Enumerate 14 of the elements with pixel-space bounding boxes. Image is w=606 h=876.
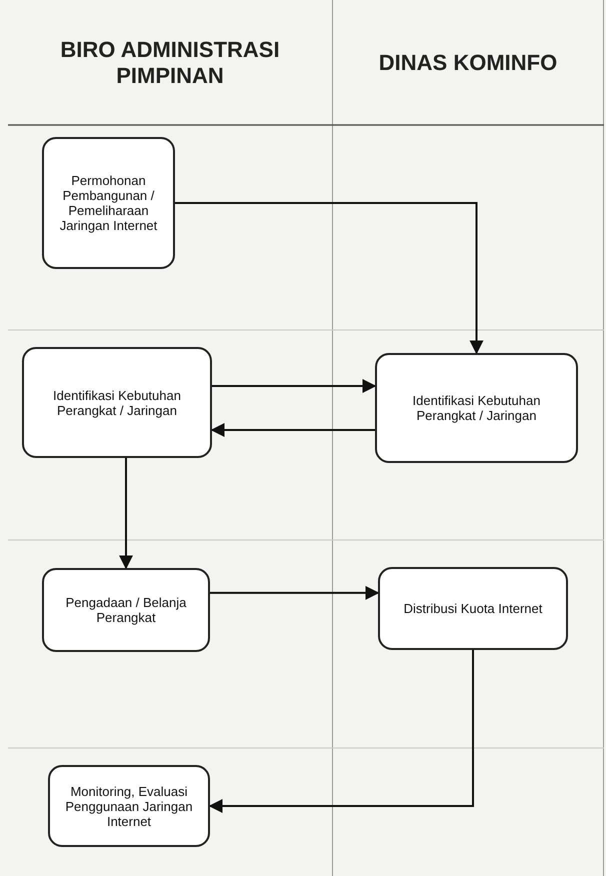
process-box: Identifikasi Kebutuhan Perangkat / Jaringan [375,353,578,463]
process-box: Pengadaan / Belanja Perangkat [42,568,210,652]
process-box: Monitoring, Evaluasi Penggunaan Jaringan Internet [48,765,210,847]
arrow [175,202,484,354]
arrow [210,586,380,600]
process-box: Identifikasi Kebutuhan Perangkat / Jaringan [22,347,212,458]
arrow [210,423,375,437]
lane-heading: BIRO ADMINISTRASI PIMPINAN [59,36,281,88]
lane-heading: DINAS KOMINFO [378,50,558,76]
process-box: Distribusi Kuota Internet [378,567,568,650]
arrow [208,650,474,813]
arrow [212,379,376,393]
process-box: Permohonan Pembangunan / Pemeliharaan Jaringan Internet [42,137,175,269]
arrow [119,458,133,570]
